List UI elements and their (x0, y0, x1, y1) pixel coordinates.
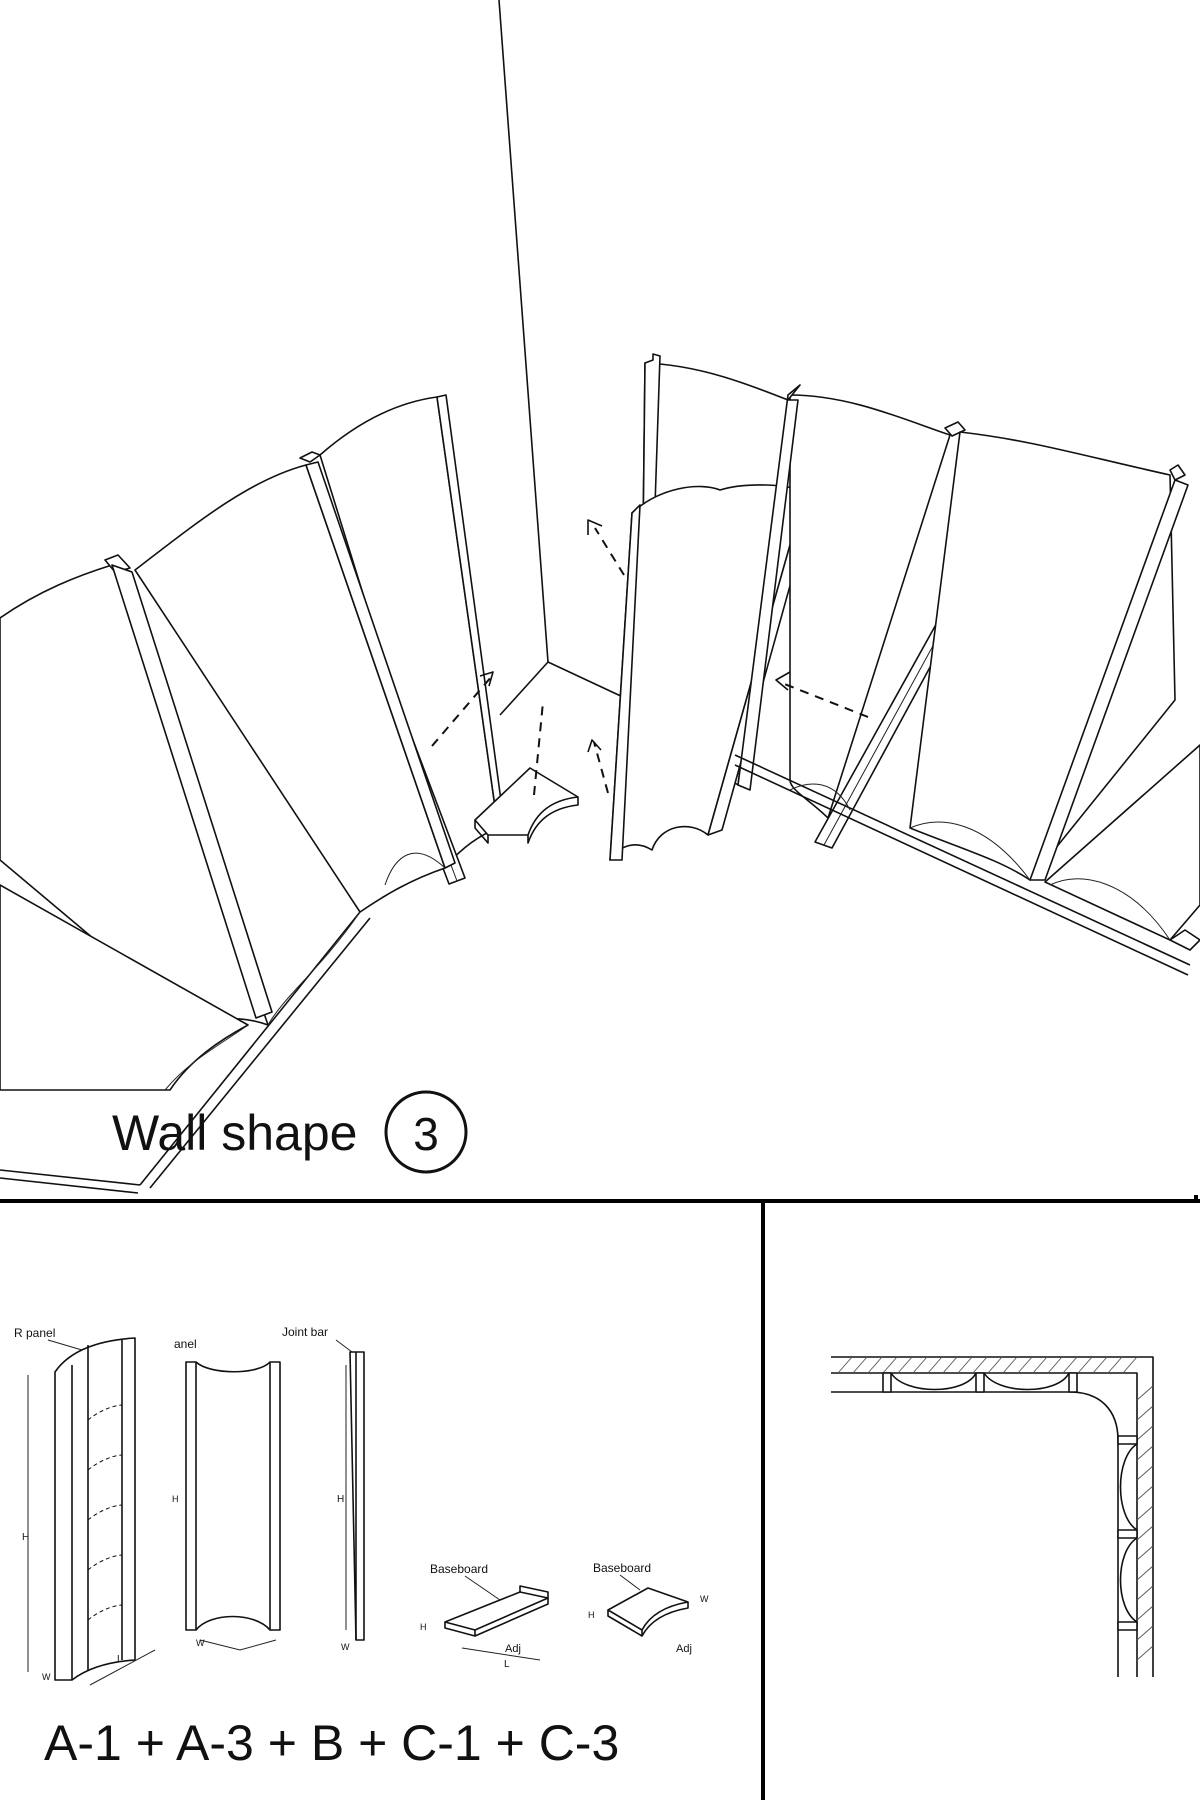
baseboard-corner-dim-w: W (700, 1594, 709, 1604)
joint-bar-label: Joint bar (282, 1325, 328, 1339)
panel-label: anel (174, 1337, 197, 1351)
shape-number-circle (384, 1090, 468, 1174)
baseboard-straight-label: Baseboard (430, 1562, 488, 1576)
baseboard-straight-dim-l: L (504, 1659, 510, 1670)
wall-shape-title: Wall shape (112, 1105, 357, 1161)
baseboard-straight-part: Baseboard L Adj H (420, 1562, 549, 1670)
plan-hatch-right (1136, 1385, 1154, 1661)
plan-joint-top-2 (975, 1372, 985, 1393)
joint-bar-part: Joint bar H W (282, 1325, 365, 1652)
r-panel-label: R panel (14, 1326, 55, 1340)
baseboard-corner-label: Baseboard (593, 1561, 651, 1575)
plan-joint-right-2 (1117, 1529, 1138, 1539)
baseboard-straight-dim-h: H (420, 1622, 427, 1632)
wall-shape-caption: Wall shape 3 (112, 1090, 468, 1174)
panel-part: anel W H (172, 1337, 281, 1651)
shape-number: 3 (413, 1108, 439, 1160)
panel-dim-h: H (172, 1494, 179, 1504)
assembly-view: Wall shape 3 (0, 0, 1200, 1194)
r-panel-part: R panel H L W (14, 1326, 156, 1686)
panel-dim-w: W (196, 1638, 205, 1648)
plan-joint-right-1 (1117, 1435, 1138, 1445)
plan-joint-top-3 (1068, 1372, 1078, 1393)
plan-joint-right-3 (1117, 1621, 1138, 1631)
joint-bar-dim-w: W (341, 1642, 350, 1652)
plan-view (831, 1356, 1154, 1677)
parts-catalog: R panel H L W anel W H (14, 1325, 709, 1771)
baseboard-corner-dim-adj: Adj (676, 1643, 692, 1655)
right-wall-panels (587, 353, 1200, 976)
baseboard-straight-dim-adj: Adj (505, 1643, 521, 1655)
baseboard-corner-part: Baseboard Adj H W (588, 1561, 709, 1655)
joint-bar-dim-h: H (337, 1494, 344, 1505)
r-panel-dim-h: H (22, 1532, 29, 1543)
plan-hatch-top (837, 1356, 1138, 1374)
plan-joint-top-1 (882, 1372, 892, 1393)
baseboard-corner-dim-h: H (588, 1610, 595, 1620)
parts-formula: A-1 + A-3 + B + C-1 + C-3 (44, 1715, 619, 1771)
left-wall-panels (0, 394, 506, 1194)
corner-baseboard-piece (474, 701, 609, 844)
r-panel-dim-w: W (42, 1672, 51, 1682)
r-panel-dim-l: L (117, 1654, 123, 1665)
